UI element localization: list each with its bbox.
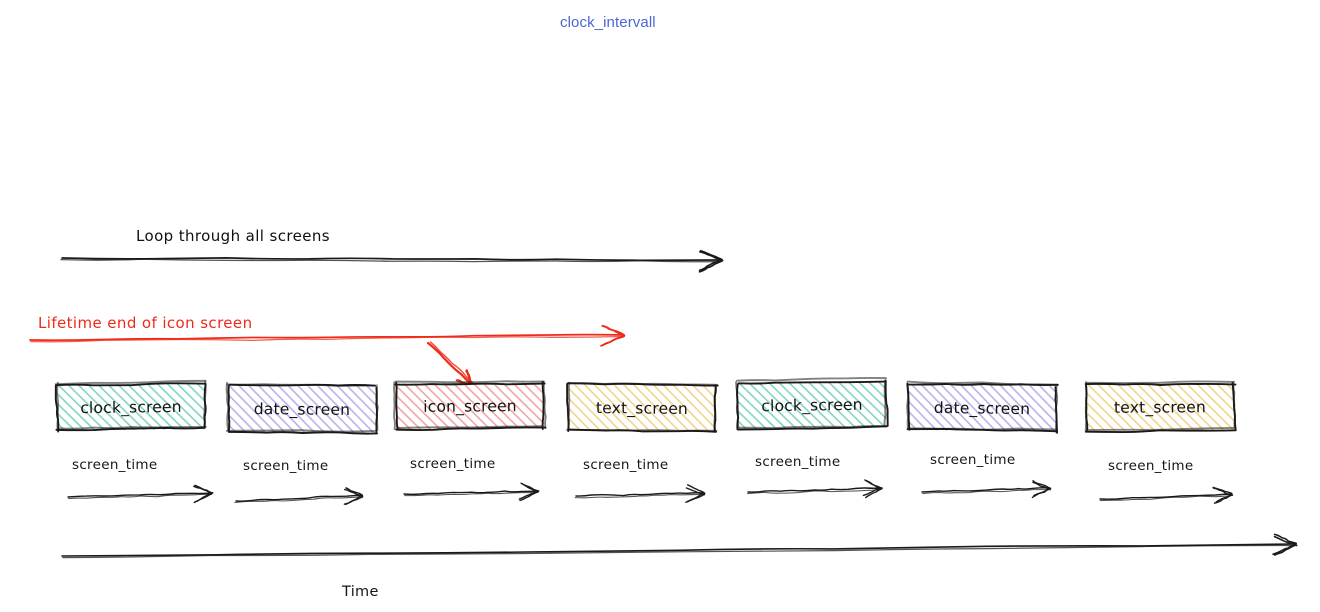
screen-box-label: icon_screen [423, 397, 517, 417]
icon-screen-pointer [426, 341, 475, 388]
loop-through-all-screens-label: Loop through all screens [136, 227, 330, 245]
screen-time-label: screen_time [72, 457, 157, 473]
screen-box-clock_screen-4[interactable]: clock_screen [735, 377, 889, 431]
loop-through-all-screens: Loop through all screens [60, 227, 724, 273]
time-axis: Time [61, 533, 1298, 600]
lifetime-end-of-icon-screen: Lifetime end of icon screen [29, 314, 626, 347]
screen-time-arrow-1: screen_time [234, 458, 364, 505]
screen-box-label: date_screen [934, 399, 1031, 419]
screen-time-arrow-3: screen_time [574, 457, 706, 503]
time-axis-arrow: Time [61, 533, 1298, 600]
screen-box-label: date_screen [254, 400, 351, 420]
screen-box-clock_screen-0[interactable]: clock_screen [54, 379, 207, 433]
screen-time-arrow-5: screen_time [921, 452, 1052, 499]
icon-screen-pointer [426, 341, 475, 388]
screen-boxes-layer: clock_screen date_screen icon_screen text_s… [54, 377, 1237, 435]
page-title: clock_intervall [560, 14, 656, 31]
screen-box-text_screen-6[interactable]: text_screen [1084, 380, 1237, 434]
screen-time-label: screen_time [1108, 458, 1193, 474]
time-axis-label: Time [341, 584, 379, 600]
screen-time-arrow-6: screen_time [1099, 458, 1234, 504]
screen-box-label: clock_screen [761, 396, 863, 417]
screen-time-arrow-4: screen_time [747, 454, 883, 499]
screen-box-label: clock_screen [80, 398, 182, 418]
screen-time-label: screen_time [583, 457, 668, 473]
screen-time-label: screen_time [243, 458, 328, 474]
screen-time-arrow-0: screen_time [67, 457, 214, 504]
screen-time-layer: screen_time screen_time screen_time screen_… [67, 452, 1234, 505]
screen-time-label: screen_time [930, 452, 1015, 468]
screen-box-date_screen-5[interactable]: date_screen [906, 380, 1059, 434]
screen-box-label: text_screen [1114, 398, 1206, 417]
screen-box-text_screen-3[interactable]: text_screen [566, 381, 719, 433]
lifetime-end-of-icon-screen-label: Lifetime end of icon screen [38, 314, 252, 332]
screen-box-date_screen-1[interactable]: date_screen [225, 381, 379, 435]
screen-time-arrow-2: screen_time [403, 456, 540, 502]
screen-box-label: text_screen [596, 399, 688, 419]
screen-time-label: screen_time [755, 454, 840, 470]
screen-box-icon_screen-2[interactable]: icon_screen [393, 380, 547, 431]
screen-time-label: screen_time [410, 456, 495, 472]
